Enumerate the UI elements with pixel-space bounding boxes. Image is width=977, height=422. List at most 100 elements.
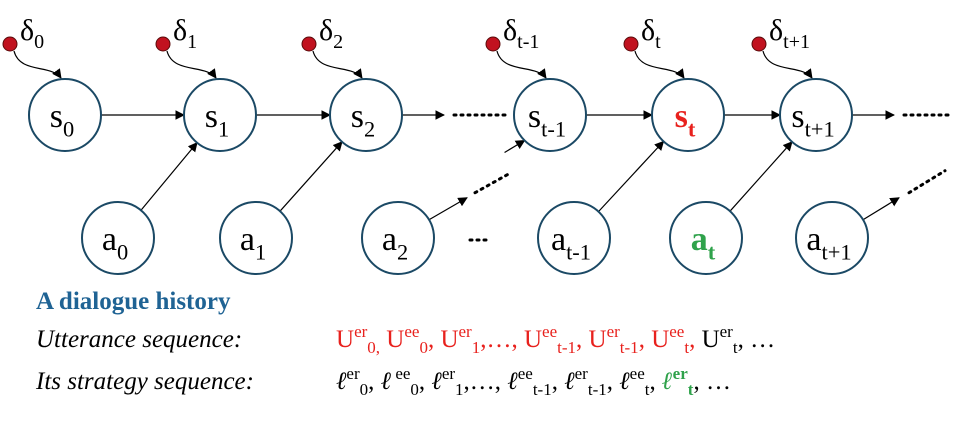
token-base: U: [523, 326, 543, 353]
token-separator: ,: [689, 326, 702, 353]
state-node-circle: [513, 78, 587, 152]
token-subscript: 0: [419, 338, 428, 357]
token-superscript: ee: [404, 322, 420, 341]
utterance-token: Uee0: [386, 322, 428, 357]
state-node-s1: s1: [183, 78, 257, 152]
state-node-label: s0: [50, 98, 74, 142]
noise-arrow: [634, 50, 685, 79]
noise-label: δt: [641, 14, 661, 53]
token-base: U: [336, 326, 355, 353]
strategy-token: ℓeet-1: [507, 364, 551, 399]
strategy-token: ℓert-1: [564, 364, 607, 399]
token-separator: ,: [576, 326, 589, 353]
token-superscript: ee: [391, 364, 411, 383]
action-node-at: at: [669, 201, 743, 275]
strategy-token: ℓert: [661, 364, 693, 399]
token-base: ℓ: [336, 366, 347, 395]
token-separator: ,…,: [463, 368, 508, 395]
utterance-token: Uer0,: [336, 322, 380, 357]
token-subscript: t-1: [532, 380, 552, 399]
state-node-label: s2: [351, 98, 375, 142]
token-base: U: [651, 326, 670, 353]
action-arrow: [598, 140, 665, 213]
edges-layer: [13, 50, 954, 242]
noise-node-delta0: δ0: [2, 14, 44, 53]
noise-dot: [301, 36, 317, 52]
utterance-sequence-row: Utterance sequence:Uer0, Uee0, Uer1,…, U…: [36, 322, 775, 357]
noise-label: δ1: [173, 14, 197, 53]
state-node-circle: [329, 78, 403, 152]
token-superscript: ee: [542, 322, 558, 341]
utterance-token: Uer1: [440, 322, 480, 357]
token-superscript: er: [672, 364, 688, 383]
action-arrow: [279, 141, 343, 212]
token-subscript: 0: [359, 380, 369, 399]
token-subscript: t-1: [557, 338, 577, 357]
state-node-circle: [779, 78, 853, 152]
strategy-token: ℓeet: [619, 364, 649, 399]
action-arrow: [862, 197, 900, 221]
token-base: ℓ: [507, 366, 518, 395]
dialogue-history-title: A dialogue history: [36, 288, 231, 315]
utterance-token: Ueet-1: [523, 322, 576, 357]
token-subscript: t: [644, 380, 650, 399]
noise-arrow: [166, 50, 217, 79]
state-node-s0: s0: [28, 78, 102, 152]
noise-arrow: [13, 50, 62, 79]
action-arrow: [428, 197, 468, 221]
strategy-token: ℓer0: [336, 364, 368, 399]
state-node-label: s1: [205, 98, 229, 142]
token-separator: ,: [427, 326, 441, 353]
token-subscript: t: [732, 338, 738, 357]
state-node-label: st-1: [528, 98, 566, 142]
action-node-circle: [219, 201, 293, 275]
token-base: ℓ: [661, 366, 673, 395]
dialogue-history-panel: A dialogue history Utterance sequence:Ue…: [0, 280, 977, 422]
utterance-token: Uert-1: [589, 322, 639, 357]
strategy-sequence-label: Its strategy sequence:: [36, 368, 254, 395]
action-node-at-1: at-1: [537, 201, 611, 275]
token-superscript: ee: [669, 322, 685, 341]
action-node-label: at-1: [551, 221, 591, 265]
noise-arrow: [762, 50, 813, 79]
token-separator: , …: [693, 368, 731, 395]
action-arrow: [140, 141, 198, 211]
token-superscript: er: [354, 322, 368, 341]
action-node-circle: [537, 201, 611, 275]
token-subscript: t: [687, 380, 694, 399]
token-subscript: 0: [410, 380, 419, 399]
noise-arrow: [312, 50, 363, 79]
utterance-token: Uert: [701, 322, 738, 357]
utterance-token: Ueet: [651, 322, 689, 357]
token-subscript: t: [684, 338, 690, 357]
token-base: U: [386, 326, 405, 353]
token-base: U: [701, 326, 720, 353]
action-node-label: a2: [382, 221, 408, 265]
token-separator: ,: [606, 368, 620, 395]
action-node-label: at: [691, 221, 716, 265]
token-superscript: er: [606, 322, 620, 341]
noise-label: δ2: [319, 14, 343, 53]
token-superscript: ee: [517, 364, 533, 383]
action-node-circle: [361, 201, 435, 275]
state-node-circle: [28, 78, 102, 152]
token-subscript: t-1: [587, 380, 607, 399]
noise-dot: [2, 36, 18, 52]
state-node-circle: [651, 78, 725, 152]
token-base: ℓ: [564, 366, 575, 395]
action-node-label: a1: [240, 221, 266, 265]
token-separator: ,: [649, 368, 662, 395]
noise-node-delta1: δ1: [155, 14, 197, 53]
token-superscript: er: [346, 364, 360, 383]
noise-dot: [485, 36, 501, 52]
state-node-circle: [183, 78, 257, 152]
action-node-at+1: at+1: [795, 201, 869, 275]
noise-label: δt+1: [769, 14, 810, 53]
token-superscript: er: [458, 322, 472, 341]
state-node-s2: s2: [329, 78, 403, 152]
action-ellipsis-dots: [473, 172, 511, 195]
state-node-st: st: [651, 78, 725, 152]
noise-dot: [623, 36, 639, 52]
